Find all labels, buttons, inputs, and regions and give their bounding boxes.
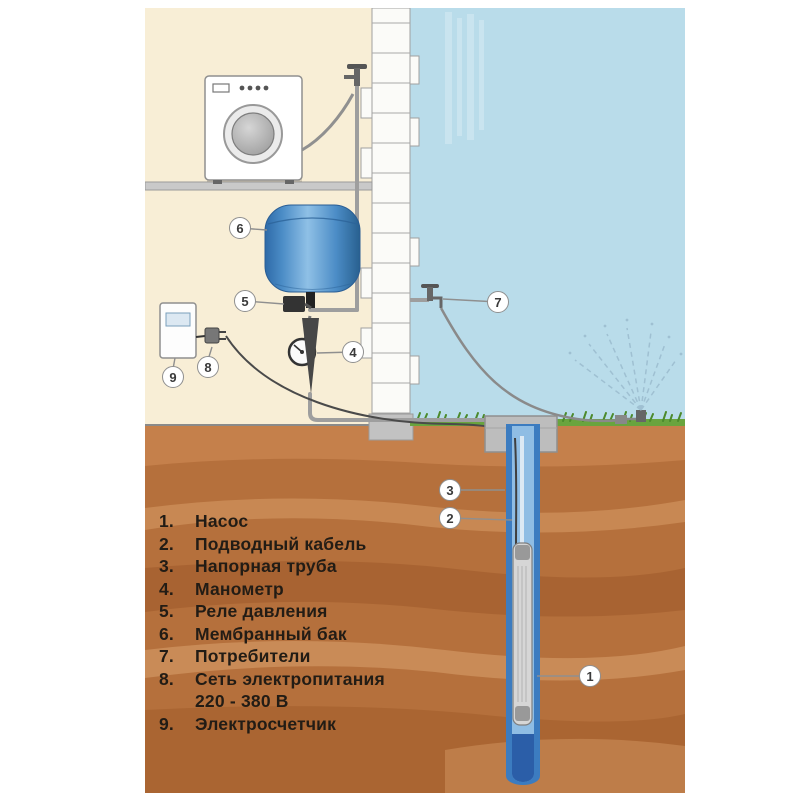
callout-number: 4	[349, 344, 357, 360]
washer-buttons	[239, 85, 269, 91]
callout-number: 6	[236, 220, 244, 236]
legend-number: 6.	[159, 623, 174, 644]
legend: 1. Насос 2. Подводный кабель 3. Напорная…	[159, 510, 385, 735]
legend-item-4: 4. Манометр	[159, 578, 385, 601]
callout-pressure-pipe: 3	[439, 479, 461, 501]
membrane-tank	[264, 204, 361, 308]
five-way-fitting	[302, 318, 319, 394]
washing-machine	[204, 75, 303, 184]
callout-number: 1	[586, 668, 594, 684]
legend-label: Подводный кабель	[195, 533, 367, 554]
callout-membrane-tank: 6	[229, 217, 251, 239]
pump-cable-in-well	[514, 437, 518, 547]
legend-label: Сеть электропитания	[195, 668, 385, 689]
garden-hose	[439, 307, 622, 423]
legend-number: 4.	[159, 578, 174, 599]
callout-pressure-switch: 5	[234, 290, 256, 312]
legend-item-6: 6. Мембранный бак	[159, 623, 385, 646]
washer-hose	[301, 93, 355, 152]
legend-label: Реле давления	[195, 601, 328, 621]
legend-item-8: 8. Сеть электропитания	[159, 668, 385, 691]
callout-power-network: 8	[197, 356, 219, 378]
brick-wall	[360, 8, 420, 424]
callout-electric-meter: 9	[162, 366, 184, 388]
shelf	[145, 181, 373, 191]
legend-number: 5.	[159, 601, 174, 621]
diagram-scene	[145, 8, 685, 793]
legend-number: 3.	[159, 556, 174, 576]
legend-item-8-line2: 220 - 380 В	[159, 690, 385, 713]
legend-item-3: 3. Напорная труба	[159, 555, 385, 578]
callout-manometer: 4	[342, 341, 364, 363]
callout-number: 7	[494, 294, 502, 310]
sprinkler-spray	[574, 327, 677, 411]
legend-label: Потребители	[195, 646, 311, 666]
callout-number: 2	[446, 510, 454, 526]
legend-number: 2.	[159, 533, 174, 554]
legend-item-7: 7. Потребители	[159, 645, 385, 668]
legend-number: 9.	[159, 713, 174, 734]
callout-pump: 1	[579, 665, 601, 687]
legend-number: 7.	[159, 646, 174, 666]
well-water	[512, 734, 534, 782]
borehole-pump	[512, 542, 533, 726]
legend-label: Напорная труба	[195, 556, 337, 576]
tap-top-icon	[344, 64, 367, 86]
legend-label: Электросчетчик	[195, 713, 337, 734]
legend-item-5: 5. Реле давления	[159, 600, 385, 623]
callout-cable: 2	[439, 507, 461, 529]
legend-item-1: 1. Насос	[159, 510, 385, 533]
water-supply-diagram: 1 2 3 4 5 6 7 8 9 1. Насос 2. Подводный …	[145, 8, 685, 793]
pressure-switch	[283, 296, 305, 312]
callout-number: 8	[204, 359, 212, 375]
meter-display	[165, 312, 191, 327]
legend-label: 220 - 380 В	[195, 691, 289, 711]
legend-label: Манометр	[195, 578, 284, 599]
washer-control-panel	[212, 83, 230, 93]
tank-outlet-fitting	[306, 292, 315, 308]
legend-item-9: 9. Электросчетчик	[159, 713, 385, 736]
callout-number: 9	[169, 369, 177, 385]
legend-label: Насос	[195, 511, 249, 531]
legend-label: Мембранный бак	[195, 623, 347, 644]
legend-number: 1.	[159, 511, 174, 531]
electric-meter	[159, 302, 197, 359]
legend-number	[159, 690, 195, 713]
sky-streaks	[445, 12, 484, 144]
callout-number: 3	[446, 482, 454, 498]
legend-number: 8.	[159, 668, 174, 689]
tap-consumers	[410, 284, 443, 308]
legend-item-2: 2. Подводный кабель	[159, 533, 385, 556]
callout-consumers: 7	[487, 291, 509, 313]
sprinkler	[568, 318, 683, 424]
power-plug-icon	[195, 327, 226, 344]
callout-number: 5	[241, 293, 249, 309]
